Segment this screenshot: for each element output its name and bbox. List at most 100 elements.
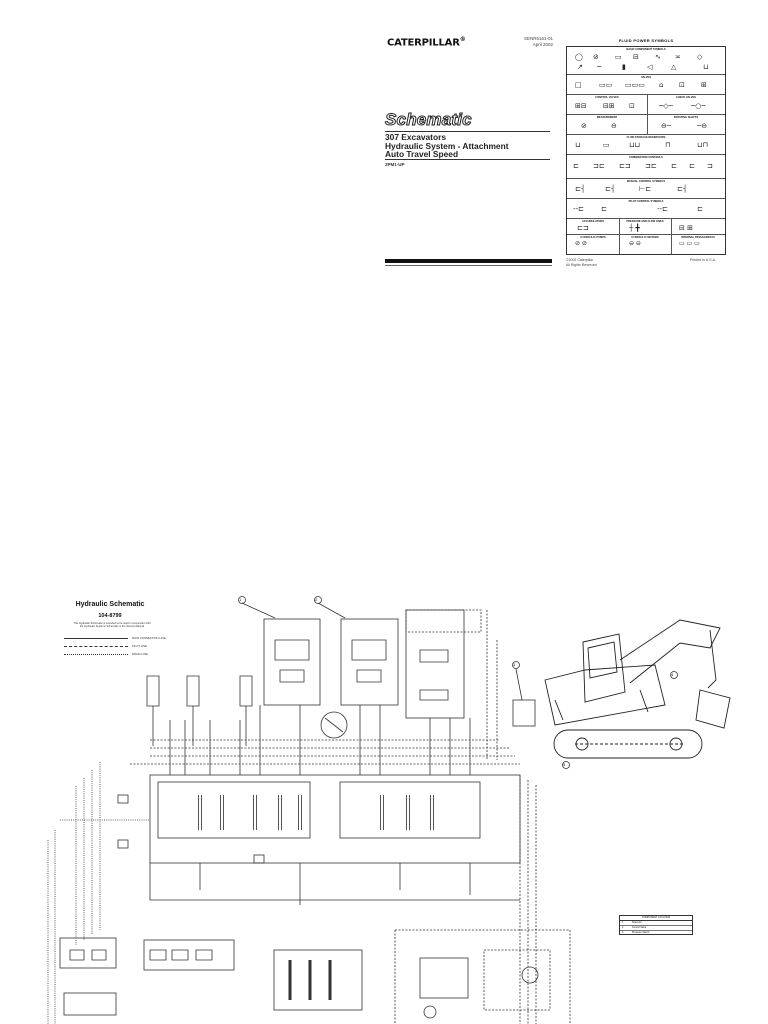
pilot-control-icon: ⊏ — [601, 205, 607, 213]
title-line-3: Auto Travel Speed — [385, 149, 459, 160]
valve-bank-right — [339, 781, 481, 839]
section-label: HYDRAULIC PUMPS — [580, 236, 606, 239]
manual-control-icon: ⊏┤ — [575, 185, 586, 193]
table-row: 1 Solenoid — [620, 920, 692, 926]
combination-control-icon: ⊏⊐ — [619, 162, 631, 170]
section-label: MEASUREMENT — [596, 116, 618, 119]
symbols-row-accumulators: ACCUMULATORS PRESSURE AND FLOW LINES ⊏⊐ … — [567, 219, 725, 235]
rotary-component — [320, 711, 348, 739]
pump-icon: ⊘ ⊘ — [575, 240, 587, 247]
valve-bank-left — [157, 781, 311, 839]
brand-mark: ® — [459, 36, 466, 43]
table-cell-name: Pressure Switch — [632, 931, 650, 934]
pilot-control-icon: ⊏ — [697, 205, 703, 213]
legend-dotted-line — [64, 654, 128, 655]
pilot-lines — [130, 739, 520, 765]
section-label: FLUID STORAGE RESERVOIRS — [626, 136, 666, 139]
row-divider — [671, 235, 672, 254]
body-detail — [554, 689, 649, 721]
passageway-icon: ▭ ▭ ▭ — [679, 240, 700, 247]
valve-block-3 — [405, 609, 465, 719]
callout-number: 3 — [513, 662, 516, 667]
document-date: April 2002 — [532, 42, 553, 47]
title-line-1: 307 Excavators — [385, 132, 446, 142]
section-label: CHECK VALVES — [676, 96, 696, 99]
pilot-control-icon: --⊏ — [657, 205, 668, 213]
pump-symbol — [423, 1005, 437, 1019]
symbols-row-manual: MANUAL CONTROL SYMBOLS ⊏┤ ⊏┤ ⊢⊏ ⊏┤ — [567, 179, 725, 199]
manual-control-icon: ⊏┤ — [677, 185, 688, 193]
pressure-valve-icon: ⊡ — [679, 81, 685, 89]
legend-pilot-line: PILOT LINE — [64, 644, 182, 649]
control-valve-icon: ⊟⊞ — [603, 102, 615, 110]
reservoir-symbol-icon: ⊔ — [703, 63, 709, 71]
valve-sections — [279, 649, 449, 701]
lower-control-valve — [273, 949, 363, 1011]
reservoir-icon: ▭ — [603, 141, 610, 149]
gauge-icon: ⊘ — [581, 122, 587, 130]
solenoid-group — [483, 949, 551, 1011]
cylinder-icon: ⊟ ⊞ — [679, 224, 693, 232]
shaft-icon: ⊖─ — [661, 122, 672, 130]
symbols-row-basic: BASIC COMPONENT SYMBOLS ◯ ⊘ ▭ ⊟ ∿ ≍ ◇ ↗ … — [567, 47, 725, 75]
schematic-number: 104-8799 — [98, 613, 122, 619]
table-header: COMPONENT LOCATION — [620, 916, 692, 921]
filter-symbol-icon: ◇ — [697, 53, 703, 61]
accumulator-icon: ⊏⊐ — [577, 224, 589, 232]
track-wheel — [575, 737, 589, 751]
symbols-row-pumps-motors: HYDRAULIC PUMPS HYDRAULIC MOTORS INTERNA… — [567, 235, 725, 254]
combination-control-icon: ⊐ — [707, 162, 713, 170]
excavator-stick — [707, 629, 717, 689]
pilot-valve-left — [59, 937, 117, 969]
manual-control-icon: ⊏┤ — [605, 185, 616, 193]
pilot-valve-sections — [69, 949, 213, 961]
pilot-return-lines — [519, 775, 537, 1024]
reservoir-icon: ⊓ — [665, 141, 671, 149]
table-cell-id: 3 — [622, 931, 624, 934]
section-label: PRESSURE AND FLOW LINES — [626, 220, 664, 223]
motor-symbol-icon: ⊘ — [593, 53, 599, 61]
legend-label: DRAIN LINE — [132, 652, 148, 656]
combination-control-icon: ⊏ — [689, 162, 695, 170]
row-divider — [619, 219, 620, 234]
title-line-2: Hydraulic System - Attachment — [385, 140, 509, 151]
table-row: 3 Pressure Switch — [620, 930, 692, 935]
cab-window — [587, 641, 618, 679]
drain-lines — [75, 762, 101, 945]
drain-lines — [47, 819, 150, 1024]
symbols-row-pilot: PILOT CONTROL SYMBOLS --⊏ ⊏ --⊏ ⊏ — [567, 199, 725, 219]
excavator-body — [544, 664, 666, 726]
section-label: MANUAL CONTROL SYMBOLS — [626, 180, 666, 183]
lower-spools — [288, 960, 332, 1000]
envelope-symbol-icon: □ — [575, 81, 582, 89]
row-divider — [671, 219, 672, 234]
symbols-row-reservoirs: FLUID STORAGE RESERVOIRS ⊔ ▭ ⊔⊔ ⊓ ⊔⊓ — [567, 135, 725, 155]
section-label: PILOT CONTROL SYMBOLS — [628, 200, 664, 203]
copyright: ©2002 Caterpillar All Rights Reserved — [566, 258, 597, 267]
valve-block-1 — [263, 618, 321, 706]
valve-symbol-icon: ▭ — [615, 53, 622, 61]
variable-symbol-icon: ↗ — [577, 63, 583, 71]
section-label: HYDRAULIC MOTORS — [631, 236, 659, 239]
component-location-table: COMPONENT LOCATION 1 Solenoid 2 Control … — [619, 915, 693, 935]
cylinders — [146, 675, 253, 707]
section-label: ROTATING SHAFTS — [673, 116, 699, 119]
relief-valve-icon: ⌂ — [659, 81, 664, 89]
check-valve-icon: ─◇─ — [659, 102, 673, 110]
combination-control-icon: ⊐⊏ — [593, 162, 605, 170]
two-position-icon: ▭▭ — [599, 81, 613, 89]
restriction-symbol-icon: ≍ — [675, 53, 681, 61]
legend-label: PILOT LINE — [132, 644, 148, 648]
brand-text: CATERPILLAR — [387, 37, 460, 49]
legend-main-line: MAIN CONNECTION LINE — [64, 636, 182, 641]
callout-circle — [238, 596, 246, 604]
flow-symbol-icon: ▮ — [622, 63, 626, 71]
copyright-line-2: All Rights Reserved — [566, 262, 597, 267]
leader-line — [241, 602, 276, 619]
section-label: VALVES — [641, 76, 651, 79]
cooler-symbol-icon: △ — [671, 63, 677, 71]
rotary-line — [324, 717, 344, 733]
pilot-valve-center — [143, 939, 235, 971]
schematic-note: This Hydraulic Schematic is intended to … — [73, 622, 151, 629]
